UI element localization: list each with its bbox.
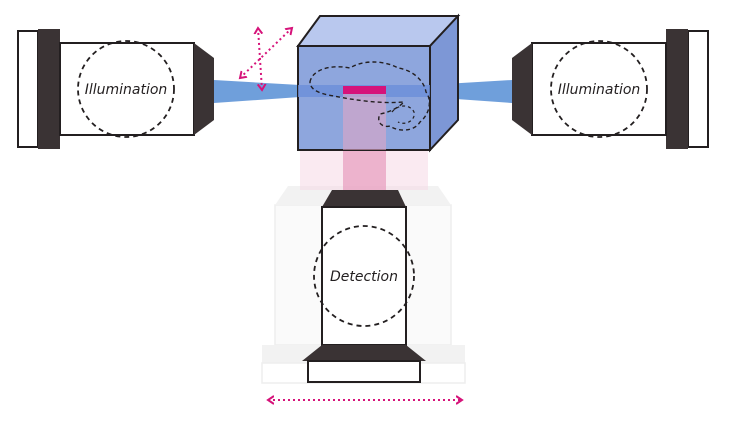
sample-chamber bbox=[296, 13, 461, 153]
illumination-circle-left bbox=[77, 40, 175, 138]
detection-in-chamber bbox=[343, 88, 386, 150]
illuminated-section bbox=[343, 86, 386, 94]
right-illumination-objective: Illumination bbox=[512, 29, 709, 149]
illumination-label-right: Illumination bbox=[558, 82, 641, 98]
mouse-brain-detail bbox=[391, 105, 415, 124]
mouse-brain-sample bbox=[309, 61, 431, 131]
left-illumination-objective: Illumination bbox=[17, 29, 214, 149]
detection-objective: Detection bbox=[302, 190, 426, 383]
detection-circle bbox=[313, 225, 415, 327]
illumination-circle-right bbox=[550, 40, 648, 138]
stage-motion-xy-icon bbox=[240, 28, 292, 90]
illumination-label-left: Illumination bbox=[85, 82, 168, 98]
light-sheet-left bbox=[214, 80, 300, 103]
detection-label: Detection bbox=[330, 269, 398, 285]
